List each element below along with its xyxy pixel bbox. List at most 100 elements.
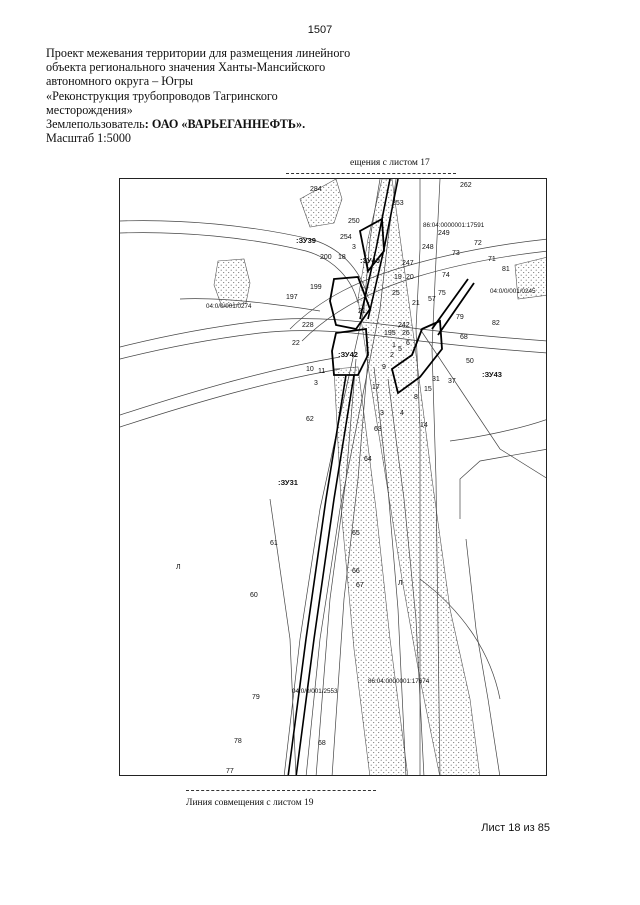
parcel-label: :ЗУ43 <box>482 370 502 379</box>
point-label: 15 <box>424 386 432 393</box>
point-label: 14 <box>420 422 428 429</box>
point-label: 200 <box>320 254 332 261</box>
point-label: 65 <box>352 530 360 537</box>
cadastral-number: 04:0/0/001/0245 <box>490 288 536 295</box>
point-label: 79 <box>252 694 260 701</box>
point-label: 249 <box>438 230 450 237</box>
point-label: 199 <box>310 284 322 291</box>
point-label: 26 <box>402 330 410 337</box>
parcel-labels: :ЗУ39 :ЗУ40 :ЗУ42 :ЗУ43 :ЗУ31 <box>278 236 502 487</box>
point-label: 247 <box>402 260 414 267</box>
point-label: 31 <box>432 376 440 383</box>
land-user-label: Землепользователь <box>46 117 145 132</box>
point-label: 25 <box>392 290 400 297</box>
page-number: 1507 <box>307 24 333 36</box>
point-label: 63 <box>374 426 382 433</box>
point-label: 3 <box>352 244 356 251</box>
point-label: 72 <box>474 240 482 247</box>
cadastral-labels: 86:04:0000001:17591 04:0/0/001/0274 04:0… <box>206 222 536 695</box>
point-label: 21 <box>412 300 420 307</box>
header-line-2: объекта регионального значения Ханты-Ман… <box>46 60 326 75</box>
point-label: 68 <box>318 740 326 747</box>
point-label: 17 <box>372 384 380 391</box>
map-linework <box>120 179 546 775</box>
point-label: 195 <box>384 330 396 337</box>
header-line-3: автономного округа – Югры <box>46 74 194 89</box>
point-label: 242 <box>398 322 410 329</box>
point-label: 262 <box>460 182 472 189</box>
match-line-bottom <box>186 790 376 791</box>
point-label: 8 <box>414 394 418 401</box>
point-label: 11 <box>318 368 325 375</box>
cadastral-number: 04:0/0/001/0274 <box>206 303 252 310</box>
point-label: 50 <box>466 358 474 365</box>
map-marker: Л <box>398 580 403 587</box>
header-line-1: Проект межевания территории для размещен… <box>46 46 351 60</box>
point-label: 64 <box>364 456 372 463</box>
point-label: 6 <box>406 340 410 347</box>
point-label: 18 <box>338 254 346 261</box>
point-label: 61 <box>270 540 278 547</box>
match-line-top-caption: ещения с листом 17 <box>350 158 430 168</box>
scale-line: Масштаб 1:5000 <box>46 131 132 146</box>
match-line-bottom-caption: Линия совмещения с листом 19 <box>186 798 314 808</box>
point-label: 75 <box>438 290 446 297</box>
point-label: 77 <box>226 768 234 775</box>
cadastral-number: 86:04:0000001:17674 <box>368 678 430 685</box>
point-label: 2 <box>390 352 394 359</box>
point-label: 74 <box>442 272 450 279</box>
map-marker: Л <box>176 564 181 571</box>
point-label: 20 <box>406 274 414 281</box>
dotted-areas <box>213 179 546 775</box>
point-label: 22 <box>292 340 300 347</box>
point-label: 3 <box>380 410 384 417</box>
point-label: 78 <box>234 738 242 745</box>
point-label: 82 <box>492 320 500 327</box>
map-frame: :ЗУ39 :ЗУ40 :ЗУ42 :ЗУ43 :ЗУ31 86:04:0000… <box>119 178 547 776</box>
parcel-label: :ЗУ31 <box>278 478 298 487</box>
point-label: 67 <box>356 582 364 589</box>
point-label: 1 <box>392 342 396 349</box>
point-label: 73 <box>452 250 460 257</box>
parcel-label: :ЗУ42 <box>338 350 358 359</box>
point-label: 254 <box>340 234 352 241</box>
point-label: 79 <box>456 314 464 321</box>
point-label: 21 <box>358 308 366 315</box>
point-label: 284 <box>310 186 322 193</box>
point-label: 250 <box>348 218 360 225</box>
point-label: 197 <box>286 294 298 301</box>
point-label: 248 <box>422 244 434 251</box>
point-label: 4 <box>400 410 404 417</box>
point-label: 57 <box>428 296 436 303</box>
match-line-top <box>286 173 456 174</box>
point-label: 81 <box>502 266 510 273</box>
parcel-outlines <box>329 217 475 395</box>
land-user-value: : ОАО «ВАРЬЕГАННЕФТЬ». <box>144 117 306 132</box>
cadastral-number: 04:0/0/001/2553 <box>292 688 338 695</box>
cadastral-number: 86:04:0000001:17591 <box>423 222 485 229</box>
header-line-4: «Реконструкция трубопроводов Тагринского <box>46 88 278 103</box>
map-header: Проект межевания территории для размещен… <box>46 46 376 145</box>
point-label: 19 <box>394 274 402 281</box>
pipeline-lines <box>287 179 399 775</box>
land-user-line: Землепользователь: ОАО «ВАРЬЕГАННЕФТЬ». <box>46 117 376 131</box>
point-label: 3 <box>314 380 318 387</box>
point-label: 5 <box>398 346 402 353</box>
map-canvas: :ЗУ39 :ЗУ40 :ЗУ42 :ЗУ43 :ЗУ31 86:04:0000… <box>120 179 546 775</box>
point-label: 60 <box>250 592 258 599</box>
point-label: 66 <box>352 568 360 575</box>
misc-markers: Л Л <box>176 564 403 587</box>
point-label: 9 <box>382 364 386 371</box>
sheet-number: Лист 18 из 85 <box>481 822 550 834</box>
header-line-5: месторождения» <box>46 102 133 117</box>
point-label: 228 <box>302 322 314 329</box>
parcel-label: :ЗУ39 <box>296 236 316 245</box>
point-label: 68 <box>460 334 468 341</box>
point-label: 10 <box>306 366 314 373</box>
point-label: 62 <box>306 416 314 423</box>
parcel-label: :ЗУ40 <box>360 256 380 265</box>
point-label: 71 <box>488 256 496 263</box>
point-label: 253 <box>392 200 404 207</box>
point-label: 37 <box>448 378 456 385</box>
point-labels: 262 284 253 250 254 3 200 18 199 197 248… <box>226 182 510 775</box>
